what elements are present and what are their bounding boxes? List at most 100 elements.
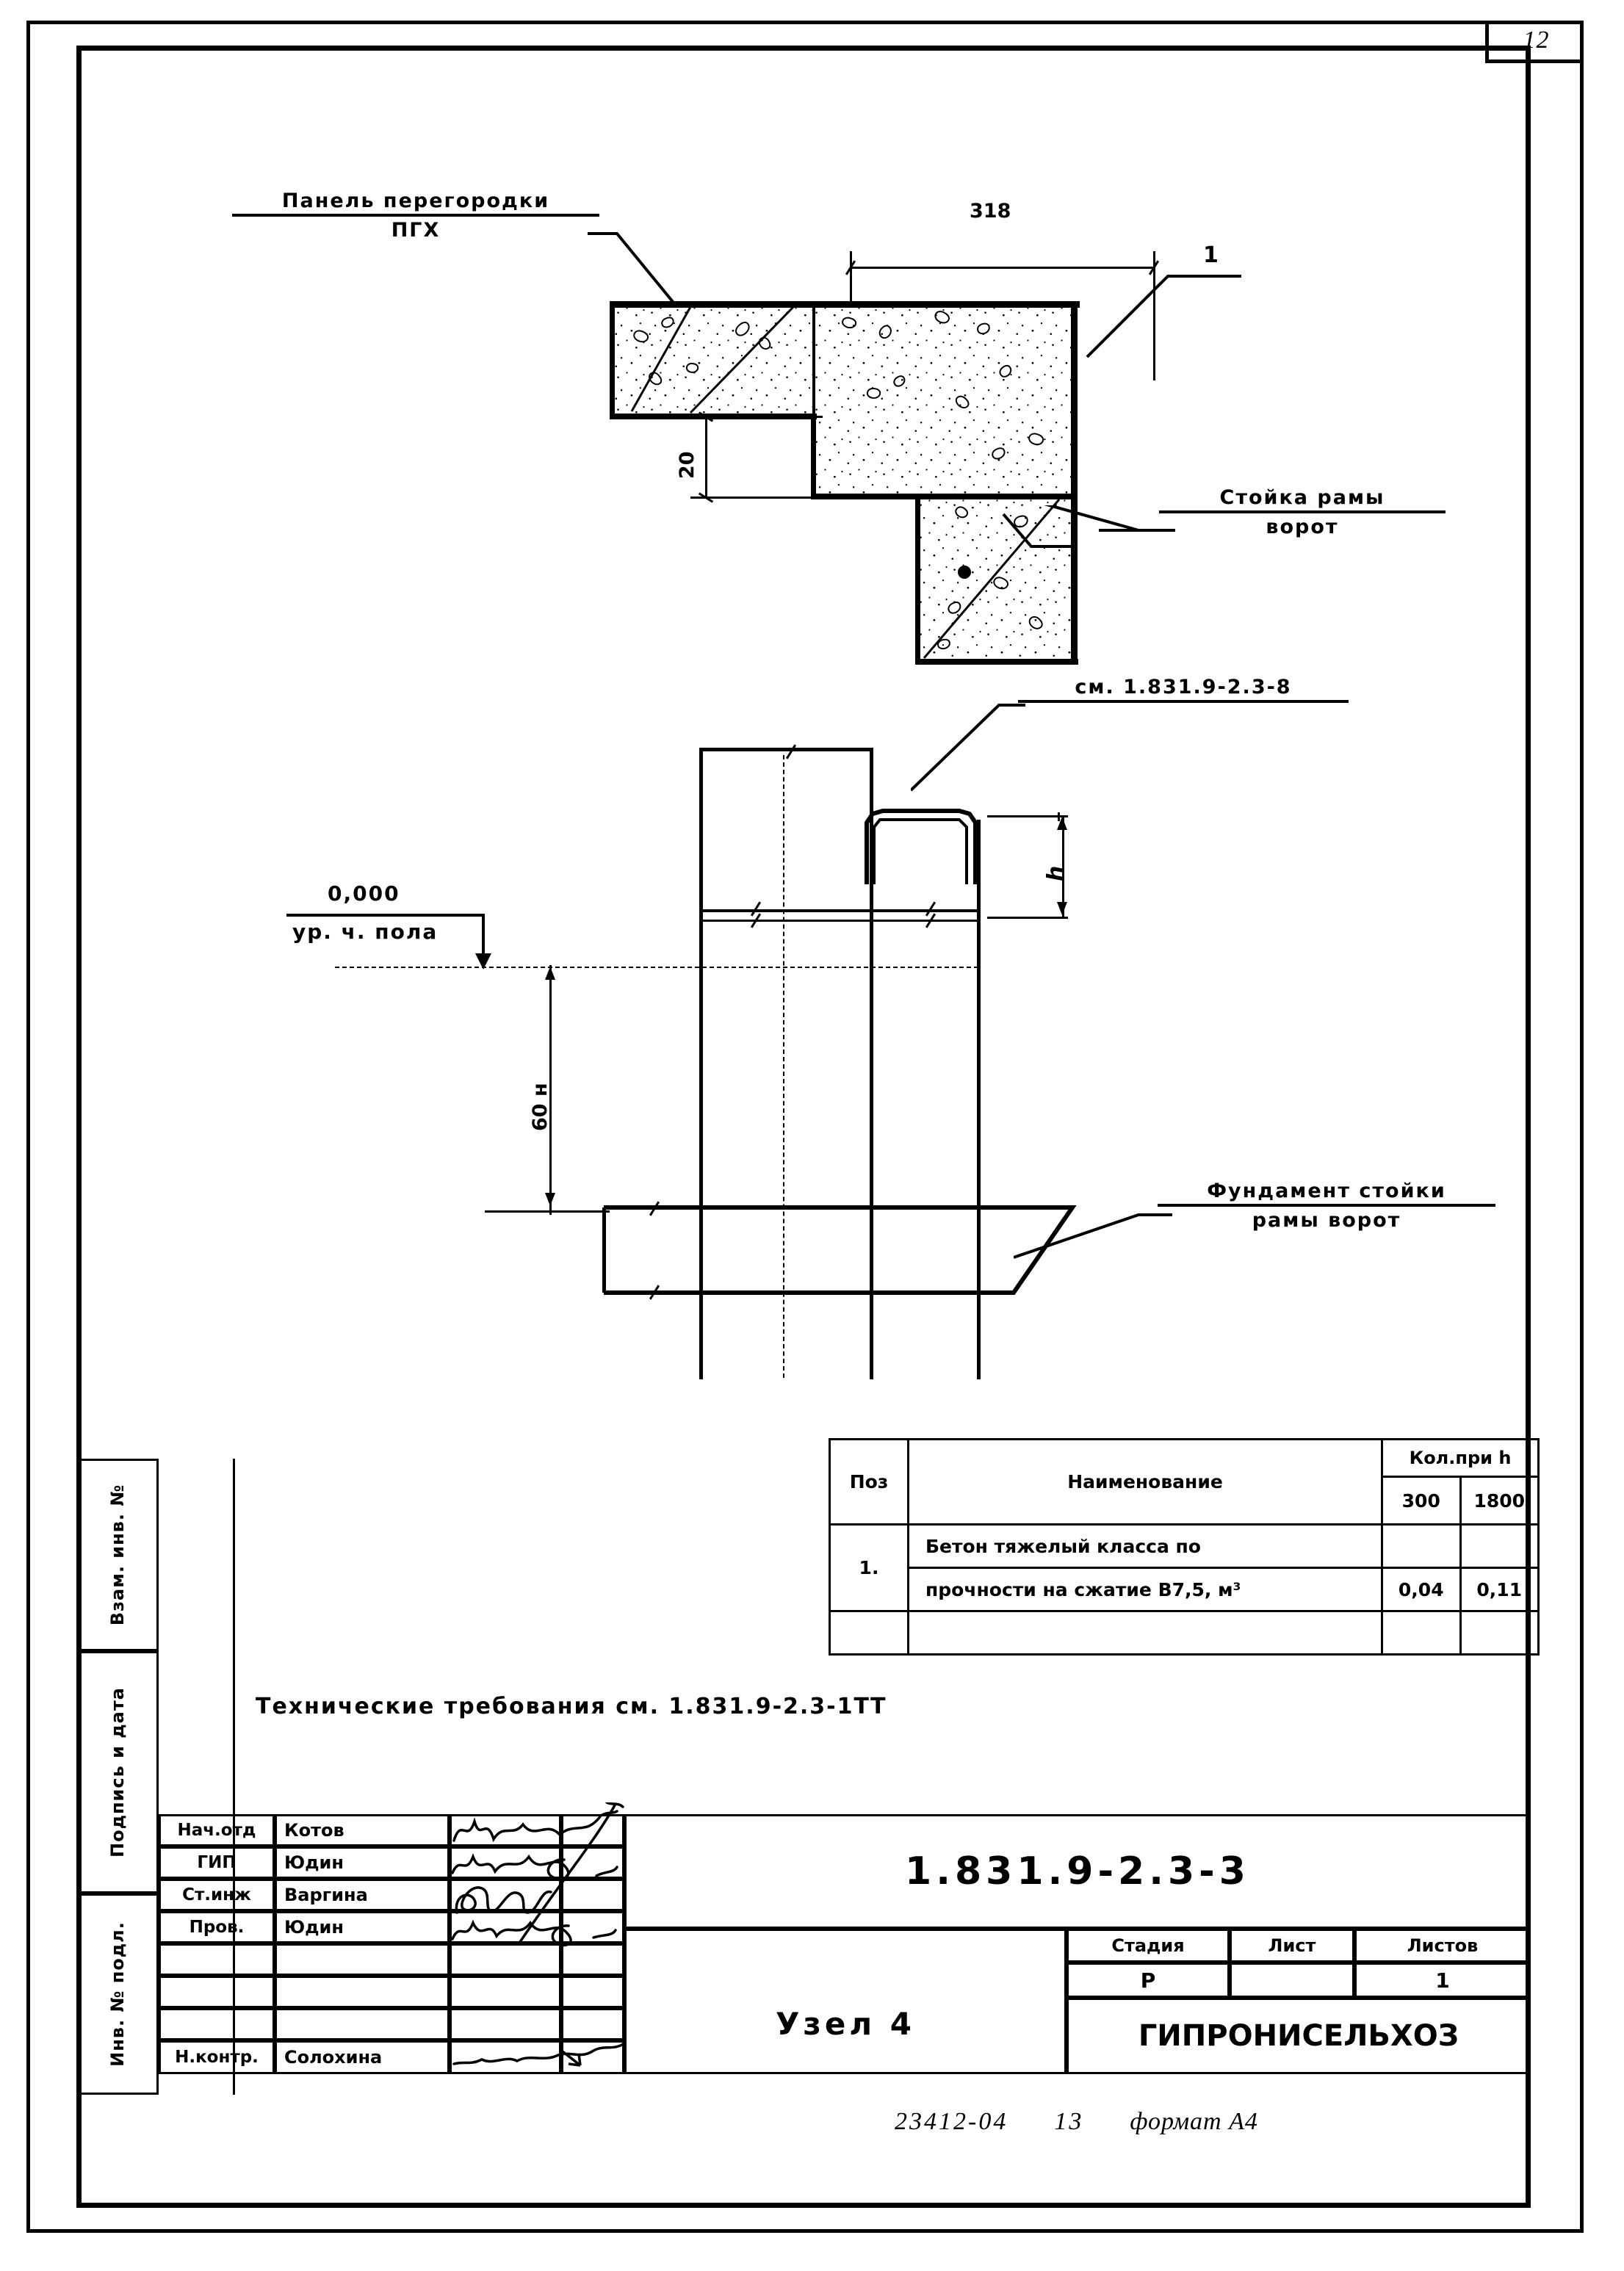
table-subheader-row: 300 1800	[830, 1476, 1540, 1526]
arrow-h-bottom	[1057, 902, 1067, 915]
partition-panel-section	[614, 306, 812, 416]
level-mark-drop	[482, 914, 485, 959]
order-code: 23412-04	[895, 2108, 1008, 2135]
outline-step-ledge	[811, 494, 1077, 499]
note-gate-post: Стойка рамы ворот	[1159, 486, 1446, 538]
sheet-seq: 13	[1054, 2108, 1084, 2135]
table-header-row: Поз Наименование Кол.при h	[829, 1438, 1540, 1526]
row-pos: 1.	[829, 1523, 909, 1612]
row-pos-empty	[829, 1610, 909, 1656]
row-qty-2-empty	[1459, 1610, 1540, 1656]
leader-line-callout-1	[1086, 275, 1241, 358]
dim-line-318	[850, 267, 1155, 269]
table-row: 1. Бетон тяжелый класса по	[829, 1523, 1540, 1612]
page-number-box: 12	[1485, 21, 1584, 63]
sig-date-2	[561, 1879, 624, 1911]
sig-name-4	[275, 1943, 450, 1976]
top-detail-drawing: Панель перегородки ПГХ 318 1	[0, 0, 1624, 665]
specification-table: Поз Наименование Кол.при h 300 1800 1. Б…	[829, 1438, 1540, 1656]
note-section-reference: см. 1.831.9-2.3-8	[1018, 676, 1349, 703]
header-qty-group: Кол.при h	[1381, 1438, 1540, 1478]
sheet-outer-frame	[26, 21, 1584, 2233]
format-note: формат А4	[1130, 2108, 1258, 2135]
sig-date-6	[561, 2008, 624, 2040]
outline-right-post	[1071, 301, 1078, 664]
sheet-header: Лист	[1230, 1929, 1354, 1963]
note-partition-panel: Панель перегородки ПГХ	[232, 189, 599, 242]
foundation-block	[602, 1205, 1077, 1295]
post-centerline	[783, 755, 784, 1378]
arrow-60-bottom	[545, 1193, 555, 1206]
gate-post-section-lower	[917, 498, 1075, 661]
sig-date-4	[561, 1943, 624, 1976]
note-gate-post-line2: ворот	[1266, 516, 1339, 538]
joint-line-panel-post	[812, 304, 815, 416]
post-break-line-upper	[699, 909, 978, 912]
row-qty-2: 0,11	[1459, 1567, 1540, 1612]
note-foundation: Фундамент стойки рамы ворот	[1158, 1180, 1495, 1232]
sig-name-3: Юдин	[275, 1911, 450, 1943]
callout-1-label: 1	[1203, 242, 1219, 268]
footer-codes: 23412-04 13 формат А4	[895, 2108, 1258, 2136]
row-qty-1: 0,04	[1381, 1567, 1462, 1612]
ext-line-20	[705, 416, 707, 498]
sig-role-2: Ст.инж	[159, 1879, 275, 1911]
dim-value-h: h	[1043, 865, 1069, 881]
sig-sign-2	[450, 1879, 561, 1911]
arrow-60-top	[545, 967, 555, 980]
dim-line-h-bottom-tail	[987, 917, 1068, 919]
drawing-title-box: Узел 4	[624, 1929, 1067, 2074]
sig-sign-3	[450, 1911, 561, 1943]
header-qty-col-1: 300	[1381, 1476, 1462, 1526]
outline-left-panel	[610, 301, 615, 419]
sig-date-3	[561, 1911, 624, 1943]
dim-line-60-bottom	[485, 1210, 610, 1213]
sig-name-1: Юдин	[275, 1846, 450, 1879]
level-mark: 0,000 ур. ч. пола	[286, 881, 595, 970]
outline-bottom-lower-stem	[915, 659, 1078, 665]
drawing-code: 1.831.9-2.3-3	[905, 1849, 1250, 1893]
outline-top-panel	[610, 301, 1080, 308]
leader-line-gate-post-hook	[1002, 513, 1077, 548]
aggregate-dot	[958, 566, 971, 579]
sig-name-6	[275, 2008, 450, 2040]
table-row-empty	[829, 1610, 1540, 1656]
sig-role-7: Н.контр.	[159, 2040, 275, 2074]
level-mark-value: 0,000	[328, 881, 400, 906]
sig-role-5	[159, 1976, 275, 2008]
row-qty-1-blank	[1381, 1523, 1462, 1569]
ext-line-h-vert	[1062, 815, 1064, 918]
drawing-title: Узел 4	[776, 2005, 915, 2042]
section-hatch-marks	[630, 306, 1061, 659]
header-qty-col-2: 1800	[1459, 1476, 1540, 1526]
leader-line-section-reference	[911, 704, 1025, 792]
ext-line-60-vert	[549, 965, 552, 1215]
row-name-line2: прочности на сжатие В7,5, м³	[907, 1567, 1383, 1612]
sig-name-0: Котов	[275, 1814, 450, 1846]
dim-line-20-lower-ref	[690, 497, 823, 499]
bottom-detail-drawing: см. 1.831.9-2.3-8 h	[0, 661, 1624, 1396]
organisation-name: ГИПРОНИСЕЛЬХОЗ	[1138, 2019, 1459, 2053]
gate-post-section-upper	[812, 306, 1075, 498]
left-margin-outer	[76, 1459, 235, 2095]
drawing-inner-frame	[76, 46, 1531, 2208]
level-mark-caption: ур. ч. пола	[292, 920, 439, 944]
sig-date-7	[561, 2040, 624, 2074]
post-top-edge	[699, 748, 873, 751]
note-foundation-line2: рамы ворот	[1252, 1209, 1401, 1232]
left-margin-cell-0: Взам. инв. №	[76, 1459, 159, 1651]
note-section-reference-text: см. 1.831.9-2.3-8	[1018, 676, 1349, 703]
sig-role-4	[159, 1943, 275, 1976]
post-break-line-lower	[699, 920, 978, 922]
leader-line-partition-panel	[588, 232, 698, 332]
sheets-value: 1	[1354, 1963, 1531, 1998]
sig-sign-1	[450, 1846, 561, 1879]
floor-level-line	[335, 967, 978, 968]
left-margin-label-1: Подпись и дата	[107, 1687, 128, 1857]
dim-line-20-upper-ref	[690, 416, 823, 418]
row-name-line1: Бетон тяжелый класса по	[907, 1523, 1383, 1569]
dim-line-h-top-tail	[987, 815, 1068, 817]
outline-step-riser	[811, 414, 816, 499]
row-qty-1-empty	[1381, 1610, 1462, 1656]
